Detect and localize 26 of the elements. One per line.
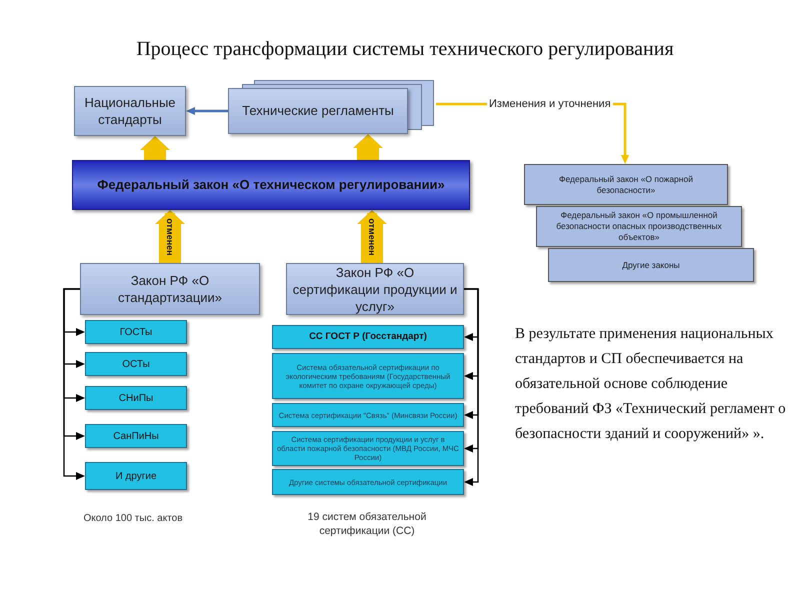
law-box: Федеральный закон «О промышленной безопасности опасных производственных объектов» bbox=[536, 206, 742, 247]
document-box: Технические регламенты bbox=[228, 88, 408, 134]
block-arrow bbox=[140, 136, 170, 160]
law-banner: Федеральный закон «О техническом регулировании» bbox=[72, 160, 470, 210]
law-box: СНиПы bbox=[85, 386, 187, 410]
law-box: СС ГОСТ Р (Госстандарт) bbox=[272, 325, 464, 349]
edge-label: Изменения и уточнения bbox=[487, 96, 613, 112]
law-box: Федеральный закон «О пожарной безопасности» bbox=[524, 164, 728, 205]
law-box: И другие bbox=[85, 462, 187, 490]
law-box: Другие законы bbox=[548, 248, 754, 282]
law-box: ГОСТы bbox=[85, 320, 187, 344]
arrow bbox=[186, 107, 228, 115]
block-arrow bbox=[353, 134, 383, 160]
law-box: Закон РФ «О сертификации продукции и услуг» bbox=[286, 263, 464, 315]
slide-title: Процесс трансформации системы технического регулирования bbox=[135, 37, 675, 62]
block-arrow bbox=[357, 210, 387, 263]
law-box: Закон РФ «О стандартизации» bbox=[80, 263, 260, 315]
note-text: Около 100 тыс. актов bbox=[82, 512, 184, 525]
arrow bbox=[464, 288, 479, 486]
note-text: 19 систем обязательной сертификации (СС) bbox=[306, 510, 428, 538]
law-box: СанПиНы bbox=[85, 424, 187, 448]
law-box: ОСТы bbox=[85, 352, 187, 376]
law-box: Национальные стандарты bbox=[74, 86, 186, 136]
arrow bbox=[63, 288, 85, 480]
summary-paragraph: В результате применения национальных стандартов и СП обеспечивается на обязательной основе соблюдение требований ФЗ «Технический регламент о безопасности зданий и сооружений» ». bbox=[515, 325, 787, 444]
block-arrow bbox=[155, 210, 185, 263]
